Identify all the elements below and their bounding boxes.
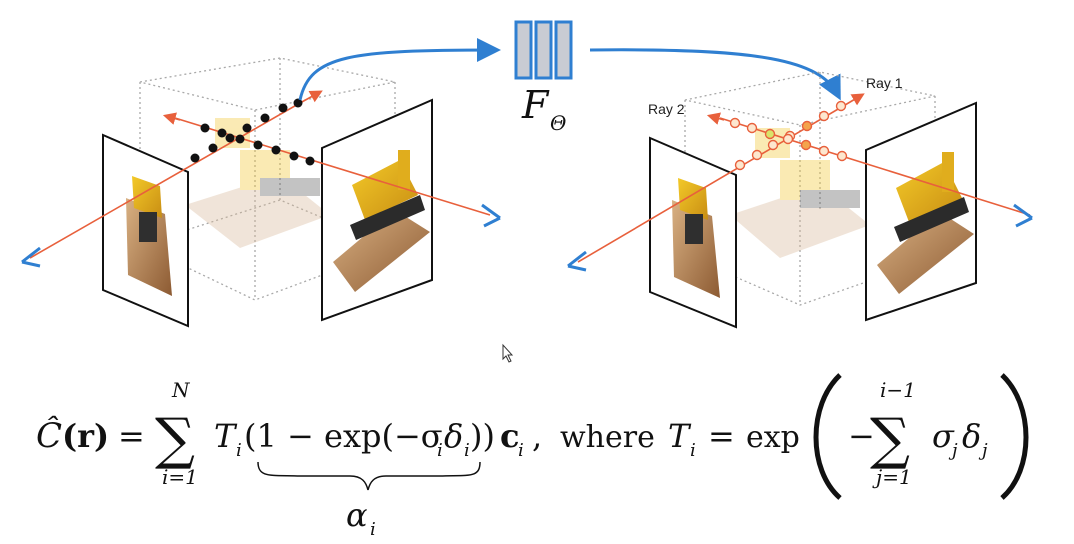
network-label: F: [521, 83, 550, 127]
eq-left-paren: [813, 373, 842, 500]
eq-middle-delta: δ: [444, 417, 463, 455]
eq-lhs-arg: (r): [62, 417, 109, 455]
eq-equals: =: [118, 417, 145, 455]
left-camera-image-plane: [102, 133, 189, 328]
network-f-theta: F Θ: [514, 20, 573, 135]
right-scene-ghost-bulldozer: [730, 128, 870, 258]
eq-underbrace: [257, 461, 481, 491]
eq-sum1-top: N: [171, 378, 191, 402]
eq-delta-j-sub: j: [978, 440, 988, 461]
eq-where: where: [560, 420, 655, 455]
right-scene-right-image-plane: [865, 101, 977, 322]
right-camera-arrow-icon: [481, 203, 501, 228]
input-flow-arrow: [298, 38, 501, 101]
left-camera-arrow-icon: [21, 246, 41, 268]
eq-middle-close: )): [470, 417, 495, 455]
eq-equals2: =: [708, 417, 735, 455]
right-scene: Ray 1 Ray 2: [567, 71, 1033, 329]
eq-T-sub: i: [236, 440, 242, 461]
eq-sum2-sigma: ∑: [870, 407, 910, 472]
eq-sum1-sigma: ∑: [155, 407, 195, 472]
left-scene: [21, 57, 501, 328]
right-scene-left-image-plane: [649, 136, 737, 329]
left-scene-rays: [29, 90, 491, 259]
eq-sigma-j-sub: j: [948, 440, 958, 461]
eq-comma: ,: [532, 417, 542, 455]
eq-middle-sigma-sub: i: [437, 440, 443, 461]
eq-underbrace-label: α: [346, 496, 368, 534]
eq-T2-sub: i: [690, 440, 696, 461]
eq-exp: exp: [746, 420, 800, 455]
right-scene-left-camera-arrow-icon: [567, 250, 587, 272]
right-sample-points-ray2: [729, 117, 848, 162]
ray-1-label: Ray 1: [866, 75, 903, 91]
mouse-cursor-icon: [502, 343, 514, 363]
eq-underbrace-sub: i: [370, 519, 376, 540]
left-sample-points: [190, 98, 315, 166]
eq-middle-delta-sub: i: [464, 440, 470, 461]
network-label-subscript: Θ: [550, 111, 566, 135]
eq-T2: T: [668, 417, 692, 455]
eq-c-sub: i: [518, 440, 524, 461]
eq-sum1-bottom: i=1: [162, 465, 198, 489]
eq-T: T: [214, 417, 238, 455]
eq-lhs-symbol: Ĉ: [36, 415, 62, 456]
right-camera-image-plane: [321, 98, 433, 322]
eq-middle: (1 − exp(−σ: [244, 417, 443, 455]
eq-delta-j: δ: [962, 417, 981, 455]
eq-right-paren: [1000, 373, 1029, 500]
eq-sigma-j: σ: [932, 417, 955, 455]
ray-2-label: Ray 2: [648, 101, 685, 117]
left-scene-ghost-bulldozer: [185, 118, 330, 248]
eq-sum2-top: i−1: [880, 378, 916, 402]
output-flow-arrow: [589, 48, 841, 101]
eq-sum2-bottom: j=1: [872, 465, 912, 489]
eq-minus: −: [848, 417, 875, 455]
right-scene-right-camera-arrow-icon: [1013, 203, 1033, 228]
eq-c: c: [500, 417, 519, 455]
volume-rendering-equation: Ĉ (r) = ∑ N i=1 T i (1 − exp(−σ i δ i ))…: [36, 373, 1029, 540]
